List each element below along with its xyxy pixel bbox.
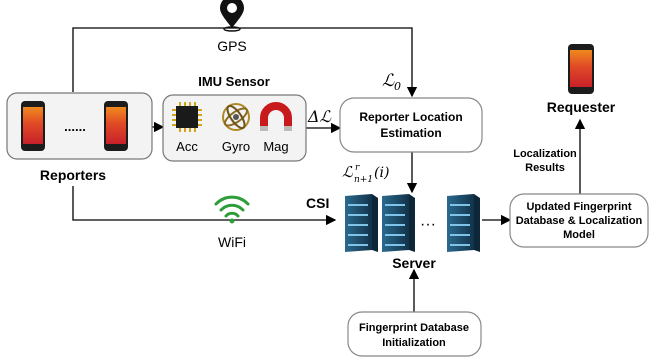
csi-label: CSI — [306, 195, 329, 211]
server-dots: ··· — [420, 216, 436, 233]
server-rack-1 — [345, 194, 378, 252]
magnet-icon — [260, 102, 292, 131]
delta-l-label: Δℒ — [307, 107, 332, 126]
requester-phone — [568, 44, 594, 94]
updated-model-line3: Model — [563, 229, 595, 241]
l0-sub: 0 — [394, 80, 401, 93]
arrow-reporters-to-server-via-wifi — [72, 186, 337, 226]
server-rack-3 — [447, 194, 480, 252]
l0-label: ℒ 0 — [382, 71, 401, 93]
imu-title: IMU Sensor — [198, 74, 270, 89]
reporter-location-line1: Reporter Location — [359, 110, 462, 124]
lr-arg: (i) — [374, 165, 389, 181]
l0-main: ℒ — [382, 71, 395, 91]
updated-model-line1: Updated Fingerprint — [526, 201, 631, 213]
accelerometer-chip-icon — [172, 102, 202, 132]
updated-model-box — [509, 193, 649, 248]
fingerprint-init-line2: Initialization — [382, 337, 446, 349]
wifi-label: WiFi — [218, 234, 246, 250]
reporters-dots: ...... — [64, 119, 86, 134]
reporter-phone-1 — [21, 101, 45, 151]
mag-label: Mag — [263, 139, 288, 154]
map-pin-icon — [220, 0, 244, 32]
reporter-location-box — [339, 97, 483, 153]
reporter-phone-2 — [104, 101, 128, 151]
gyroscope-icon — [222, 103, 250, 131]
lr-sub: n+1 — [354, 175, 373, 185]
localization-results-line1: Localization — [513, 148, 577, 160]
lr-main: ℒ — [342, 163, 354, 181]
connector-lines — [72, 27, 586, 312]
localization-results-line2: Results — [525, 162, 565, 174]
server-label: Server — [392, 255, 436, 271]
gps-label: GPS — [217, 38, 247, 54]
reporter-location-line2: Estimation — [380, 126, 441, 140]
lr-label: ℒ r n+1 (i) — [342, 163, 389, 185]
requester-label: Requester — [547, 99, 616, 115]
reporters-label: Reporters — [40, 167, 106, 183]
wifi-icon — [214, 195, 250, 224]
lr-sup: r — [355, 163, 360, 173]
gyro-label: Gyro — [222, 139, 250, 154]
fingerprint-init-line1: Fingerprint Database — [359, 322, 469, 334]
arrow-reporters-to-location-via-gps — [72, 27, 418, 98]
updated-model-line2: Database & Localization — [516, 215, 643, 227]
fingerprint-init-box — [347, 311, 482, 357]
server-rack-2 — [382, 194, 415, 252]
acc-label: Acc — [176, 139, 198, 154]
